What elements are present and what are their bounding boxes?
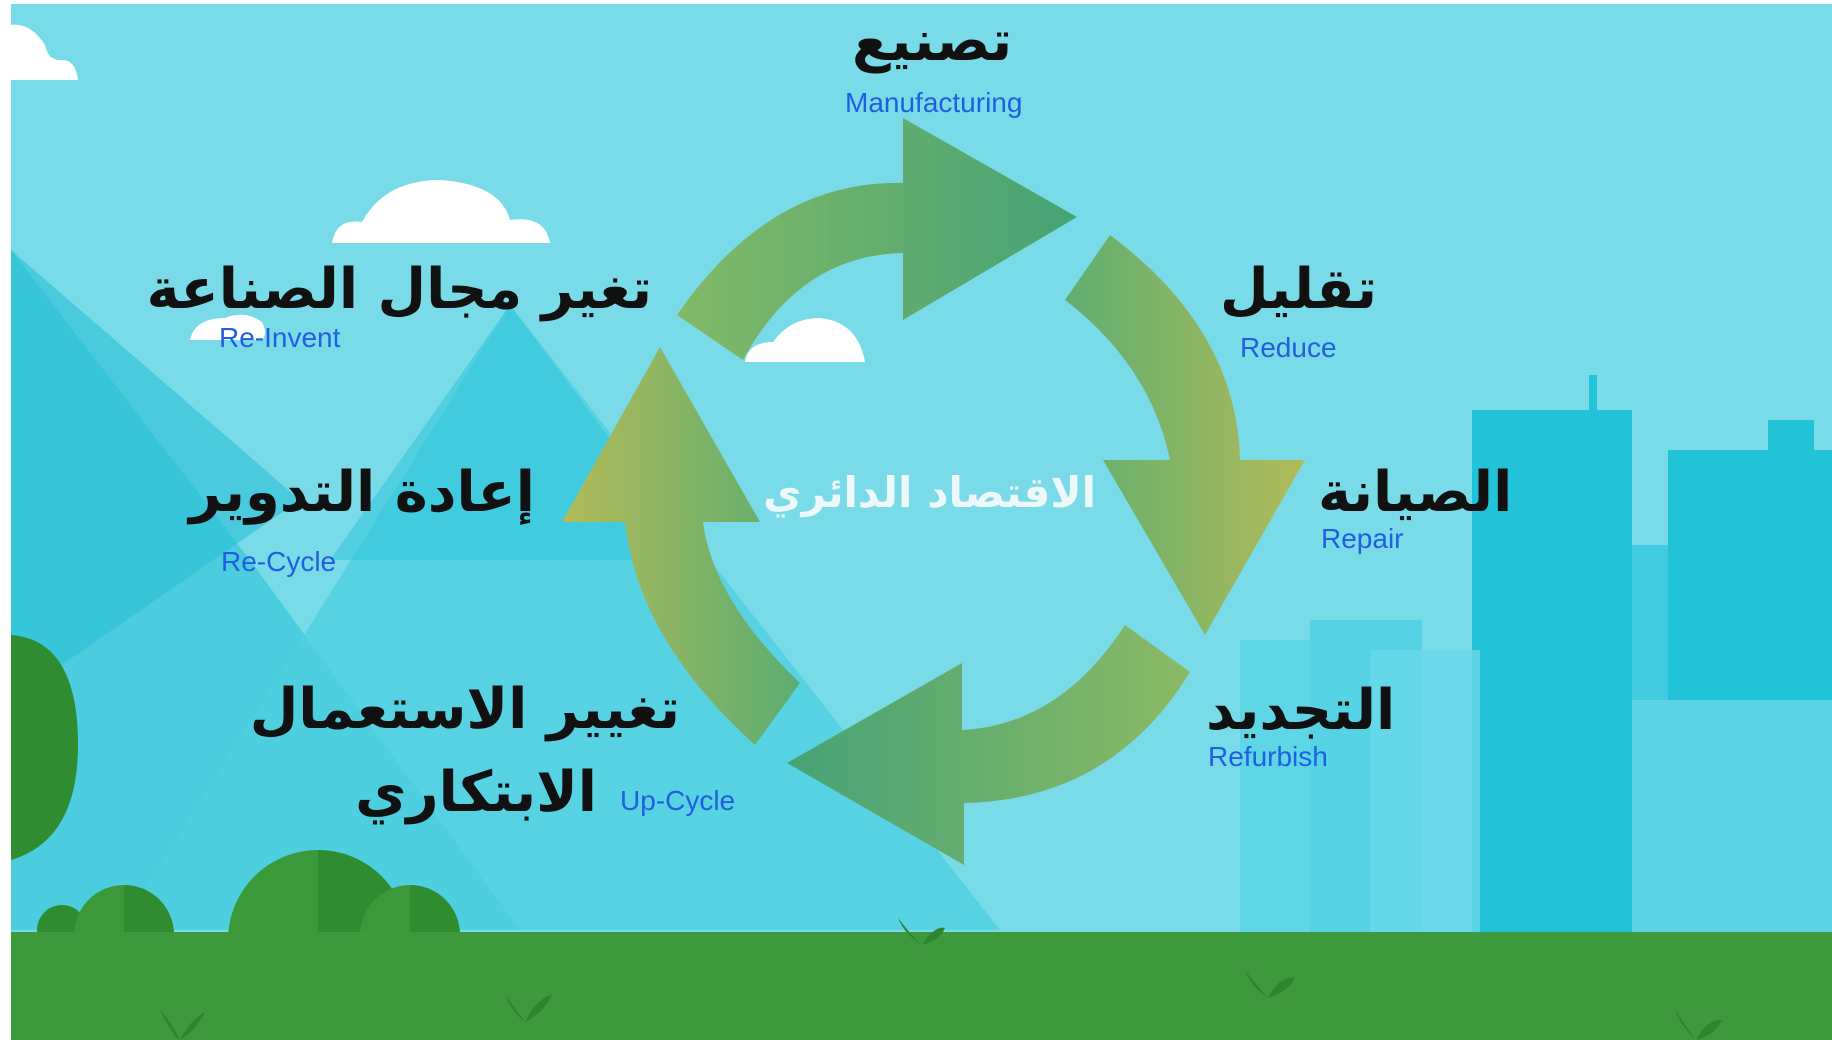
center-title: الاقتصاد الدائري xyxy=(763,468,1097,517)
stage-refurbish-ar: التجديد xyxy=(1206,678,1396,743)
stage-recycle-en: Re-Cycle xyxy=(221,546,337,577)
ground xyxy=(11,932,1832,1040)
clouds xyxy=(11,24,865,362)
stage-repair-ar: الصيانة xyxy=(1318,460,1513,525)
stage-reduce-ar: تقليل xyxy=(1220,257,1378,322)
stage-upcycle-ar-line1: تغيير الاستعمال xyxy=(249,677,681,742)
stage-manufacturing-en: Manufacturing xyxy=(845,87,1023,118)
stage-upcycle-en: Up-Cycle xyxy=(620,785,736,816)
arrow-refurbish xyxy=(787,625,1190,865)
stage-recycle-ar: إعادة التدوير xyxy=(189,460,536,525)
stage-reduce-en: Reduce xyxy=(1240,332,1337,363)
arrow-reduce xyxy=(1065,235,1305,635)
stage-manufacturing-ar: تصنيع xyxy=(852,9,1013,74)
left-margin xyxy=(0,0,11,1040)
stage-reinvent-en: Re-Invent xyxy=(219,322,341,353)
stage-refurbish-en: Refurbish xyxy=(1208,741,1328,772)
stage-repair-en: Repair xyxy=(1321,523,1404,554)
stage-reinvent-ar: تغير مجال الصناعة xyxy=(146,257,653,322)
city-buildings xyxy=(1240,375,1832,940)
mountains xyxy=(11,250,1000,930)
arrow-manufacturing xyxy=(677,118,1077,360)
arrow-recycle xyxy=(562,347,800,745)
cycle-arrows xyxy=(562,118,1305,865)
grass-sprouts xyxy=(160,918,1722,1040)
stage-upcycle-ar-line2: الابتكاري xyxy=(355,760,598,825)
